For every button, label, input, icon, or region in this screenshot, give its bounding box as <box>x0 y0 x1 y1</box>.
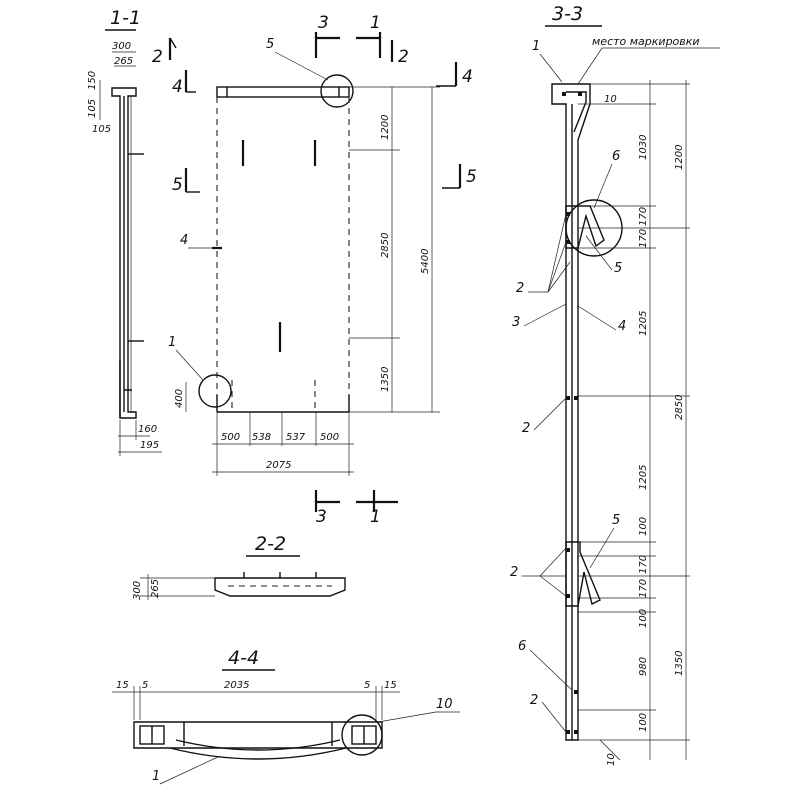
dim-1-1-265: 265 <box>114 56 133 67</box>
dim-3-3-1350: 1350 <box>674 651 685 676</box>
dim-2-2-300: 300 <box>132 581 143 600</box>
callout-4-elevation: 4 <box>180 233 188 248</box>
dim-4-4-2035: 2035 <box>224 680 249 691</box>
callout-2-middle: 2 <box>522 421 530 436</box>
cut-mark-3-top: 3 <box>318 13 329 33</box>
dim-elev-2075: 2075 <box>266 460 291 471</box>
dim-3-3-10a: 10 <box>604 94 617 105</box>
front-elevation: 2 4 5 3 1 2 4 5 3 1 <box>152 13 477 527</box>
callout-2-lower: 2 <box>510 565 518 580</box>
dim-4-4-5a: 5 <box>142 680 148 691</box>
dim-1-1-300: 300 <box>112 41 131 52</box>
section-3-3: 3-3 место маркировки 1 6 2 <box>510 3 720 766</box>
dim-3-3-100b: 100 <box>638 609 649 628</box>
dim-1-1-105a: 105 <box>87 99 98 118</box>
cut-mark-1-bottom: 1 <box>370 507 381 527</box>
dim-elev-538: 538 <box>252 432 271 443</box>
dim-4-4-15b: 15 <box>384 680 397 691</box>
callout-2-bottom: 2 <box>530 693 538 708</box>
dim-1-1-160: 160 <box>138 424 157 435</box>
section-title-3-3: 3-3 <box>552 3 583 25</box>
dim-4-4-15a: 15 <box>116 680 129 691</box>
cut-mark-4-left: 4 <box>172 77 183 97</box>
dim-1-1-150: 150 <box>87 71 98 90</box>
callout-6-lower: 6 <box>518 639 526 654</box>
dim-2-2-265: 265 <box>150 579 161 598</box>
cut-mark-1-top: 1 <box>370 13 381 33</box>
section-title-4-4: 4-4 <box>228 647 259 669</box>
section-title-1-1: 1-1 <box>110 7 141 29</box>
dim-elev-5400: 5400 <box>420 249 431 274</box>
callout-1-3-3: 1 <box>532 39 540 54</box>
note-marking-place: место маркировки <box>592 35 700 48</box>
dim-3-3-1205a: 1205 <box>638 311 649 336</box>
dim-elev-2850: 2850 <box>380 233 391 258</box>
dim-3-3-170d: 170 <box>638 579 649 598</box>
dim-elev-1350: 1350 <box>380 367 391 392</box>
callout-5-lower: 5 <box>612 513 620 528</box>
callout-5-elevation: 5 <box>266 37 274 52</box>
section-title-2-2: 2-2 <box>255 533 286 555</box>
cut-mark-3-bottom: 3 <box>316 507 327 527</box>
dim-1-1-195: 195 <box>140 440 159 451</box>
dim-3-3-1030: 1030 <box>638 135 649 160</box>
dim-elev-537: 537 <box>286 432 306 443</box>
dim-elev-1200: 1200 <box>380 115 391 140</box>
dim-1-1-105b: 105 <box>92 124 111 135</box>
callout-3-3-3: 3 <box>512 315 520 330</box>
cut-mark-5-left: 5 <box>172 175 183 195</box>
callout-2-upper: 2 <box>516 281 524 296</box>
dim-3-3-1205b: 1205 <box>638 465 649 490</box>
section-1-1: 1-1 300 265 150 105 105 160 195 <box>87 7 162 456</box>
dim-elev-400: 400 <box>174 389 185 408</box>
dim-3-3-1200: 1200 <box>674 145 685 170</box>
dim-3-3-170b: 170 <box>638 229 649 248</box>
dim-3-3-2850: 2850 <box>674 395 685 420</box>
cut-mark-2-right: 2 <box>398 47 409 67</box>
cut-mark-2-left: 2 <box>152 47 163 67</box>
callout-4-3-3: 4 <box>618 319 626 334</box>
dim-3-3-170a: 170 <box>638 207 649 226</box>
cut-mark-4-right: 4 <box>462 67 473 87</box>
dim-3-3-100c: 100 <box>638 713 649 732</box>
dim-3-3-100a: 100 <box>638 517 649 536</box>
callout-10-4-4: 10 <box>436 697 453 712</box>
section-4-4: 4-4 15 5 2035 5 15 10 1 <box>112 647 460 785</box>
dim-elev-500a: 500 <box>221 432 240 443</box>
callout-1-elevation: 1 <box>168 335 176 350</box>
dim-3-3-170c: 170 <box>638 555 649 574</box>
callout-5-upper: 5 <box>614 261 622 276</box>
dim-elev-500b: 500 <box>320 432 339 443</box>
dim-3-3-980: 980 <box>638 657 649 676</box>
dim-3-3-10b: 10 <box>606 753 617 766</box>
section-2-2: 2-2 300 265 <box>132 533 346 600</box>
callout-1-4-4: 1 <box>152 769 160 784</box>
cut-mark-5-right: 5 <box>466 167 477 187</box>
callout-6-upper: 6 <box>612 149 620 164</box>
dim-4-4-5b: 5 <box>364 680 370 691</box>
